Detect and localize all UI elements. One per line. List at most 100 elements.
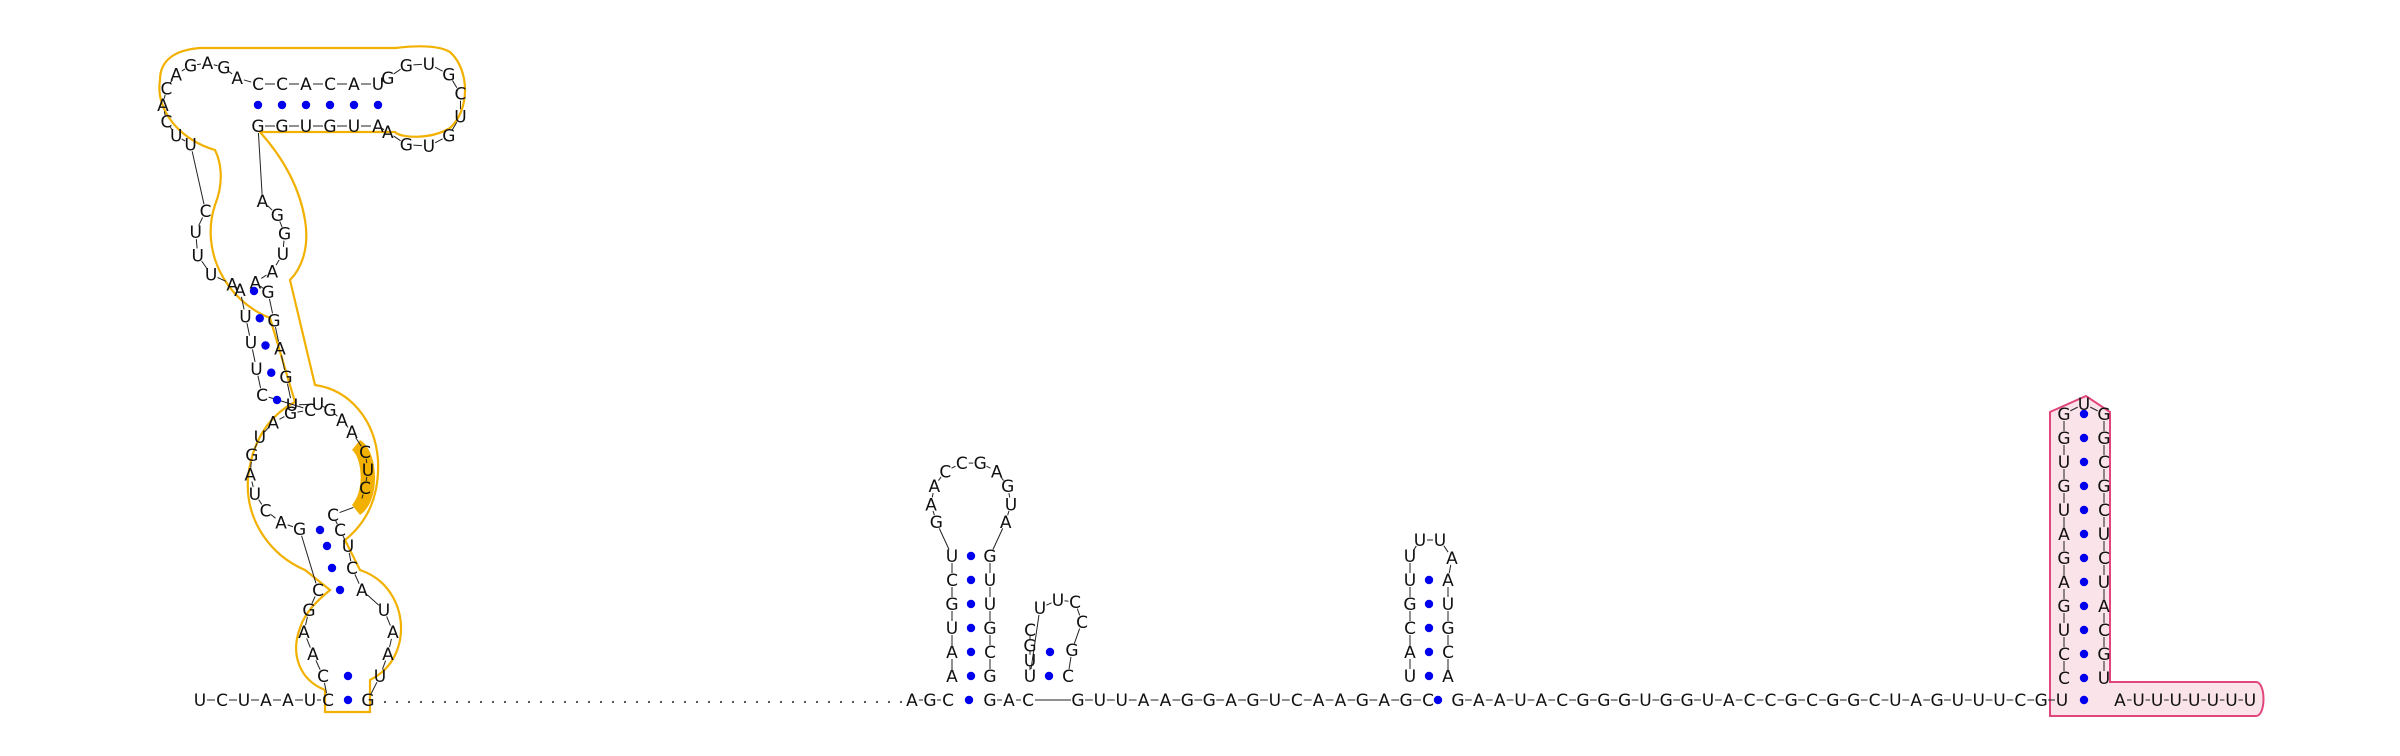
nucleotide-hp2-loop: G — [1001, 477, 1014, 497]
nucleotide-run2: G — [1451, 691, 1464, 711]
nucleotide-run2: C — [2014, 691, 2026, 711]
nucleotide-hp1-right-inner: U — [277, 245, 289, 265]
backbone-segment — [366, 594, 380, 606]
nucleotide-hp1-top-right-loop: U — [454, 107, 466, 127]
nucleotide-hp5-right-stem: G — [2097, 429, 2110, 449]
backbone-segment — [342, 535, 346, 541]
backbone-segment — [258, 499, 263, 505]
nucleotide-hp2-loop: C — [939, 462, 951, 482]
backbone-segment — [274, 326, 280, 342]
linker-dot — [803, 700, 807, 704]
backbone-segment — [240, 296, 245, 310]
nucleotide-hp1-right-inner: G — [278, 225, 291, 245]
nucleotide-hp5-right-stem: U — [2098, 573, 2110, 593]
base-pair-dot — [261, 341, 270, 350]
backbone-segment — [228, 71, 233, 75]
base-pair-dot — [2079, 457, 2089, 467]
backbone-segment — [297, 410, 304, 413]
backbone-segment — [287, 524, 294, 528]
backbone-segment — [2090, 406, 2098, 412]
linker-dot — [539, 700, 543, 704]
nucleotide-hp1-left-mid: C — [304, 401, 316, 421]
nucleotide-mid-run: A — [1378, 691, 1390, 711]
base-pair-dot — [2079, 695, 2089, 705]
nucleotide-hp1-top-left-loop: U — [184, 135, 196, 155]
base-pair-dot — [2079, 577, 2089, 587]
nucleotide-hp1-stem2-right: G — [267, 311, 280, 331]
nucleotide-hp1-mid-right-upper: G — [323, 401, 336, 421]
base-pair-dot — [315, 525, 325, 535]
nucleotide-hp1-stem2-right: G — [261, 283, 274, 303]
backbone-segment — [1000, 476, 1004, 481]
nucleotide-hp3-right: C — [1069, 593, 1081, 613]
nucleotide-run2: C — [1806, 691, 1818, 711]
backbone-segment — [195, 239, 198, 249]
linker-dot — [839, 700, 843, 704]
nucleotide-hp1-top-right-loop: G — [442, 65, 455, 85]
nucleotide-hp1-top-stem-upper: A — [348, 75, 360, 95]
nucleotide-hp1-top-stem-upper: C — [324, 75, 336, 95]
linker-dot — [599, 700, 603, 704]
nucleotide-hp1-top-right-loop: G — [442, 127, 455, 147]
nucleotide-hp1-top-left-loop: A — [170, 65, 182, 85]
backbone-segment — [311, 596, 316, 604]
linker-dot — [611, 700, 615, 704]
highlight-fill-cuc — [352, 440, 376, 515]
base-pair-dot — [1424, 575, 1434, 585]
backbone-segment — [198, 217, 204, 227]
backbone-segment — [267, 205, 273, 211]
base-pair-dot — [1433, 695, 1443, 705]
base-pair-dot — [253, 100, 263, 110]
nucleotide-hp1-left-low: A — [298, 623, 310, 643]
nucleotide-run2: U — [1639, 691, 1651, 711]
nucleotide-run2: A — [1473, 691, 1485, 711]
backbone-segment — [246, 322, 251, 336]
nucleotide-tail-right: U — [2151, 691, 2163, 711]
base-pair-dot — [322, 541, 332, 551]
nucleotide-tail-right: U — [2207, 691, 2219, 711]
nucleotide-hp1-left-top: A — [226, 275, 238, 295]
nucleotide-run2: A — [1910, 691, 1922, 711]
nucleotide-run2: U — [1514, 691, 1526, 711]
base-pair-dot — [249, 286, 259, 296]
nucleotide-hp1-right-inner: A — [250, 273, 262, 293]
nucleotide-hp1-right-low: C — [327, 506, 339, 526]
nucleotide-tail-right: U — [2169, 691, 2181, 711]
linker-dot — [659, 700, 663, 704]
base-pair-dot — [2079, 409, 2089, 419]
nucleotide-hp1-left-top: U — [205, 265, 217, 285]
backbone-segment — [365, 476, 368, 482]
nucleotide-hp2-left-stem: U — [946, 547, 958, 567]
nucleotide-hp2-base-left: A — [906, 691, 918, 711]
nucleotide-tail-right: U — [2225, 691, 2237, 711]
backbone-segment — [381, 79, 385, 83]
nucleotide-tail-right: U — [2188, 691, 2200, 711]
nucleotide-hp1-loop-low: A — [382, 645, 394, 665]
nucleotide-hp1-left-low: C — [312, 581, 324, 601]
nucleotide-hp1-top-stem-upper: U — [372, 75, 384, 95]
nucleotide-run2: G — [1826, 691, 1839, 711]
nucleotide-hp1-top-stem-lower: U — [348, 117, 360, 137]
backbone-segment — [393, 135, 401, 142]
nucleotide-hp5-left-stem: A — [2058, 525, 2070, 545]
nucleotide-hp4-left-stem: U — [1404, 667, 1416, 687]
nucleotide-hp1-mid-right-highlight: C — [359, 479, 371, 499]
nucleotide-hp5-left-stem: G — [2057, 429, 2070, 449]
backbone-segment — [323, 682, 328, 694]
nucleotide-hp1-top-stem-lower: G — [251, 117, 264, 137]
nucleotide-hp3-left: G — [1023, 636, 1036, 656]
backbone-segment — [201, 260, 208, 270]
backbone-segment — [197, 63, 202, 66]
base-pair-dot — [327, 563, 337, 573]
backbone-segment — [339, 506, 354, 514]
base-pair-dot — [2079, 481, 2089, 491]
backbone-segment — [270, 514, 276, 519]
nucleotide-run2: G — [1681, 691, 1694, 711]
backbone-segment — [452, 121, 458, 130]
nucleotide-mid-run: G — [1181, 691, 1194, 711]
linker-dot — [731, 700, 735, 704]
nucleotide-hp1-mid-right-upper: A — [346, 423, 358, 443]
nucleotide-hp4-left-stem: U — [1404, 571, 1416, 591]
backbone-segment — [1413, 545, 1417, 551]
